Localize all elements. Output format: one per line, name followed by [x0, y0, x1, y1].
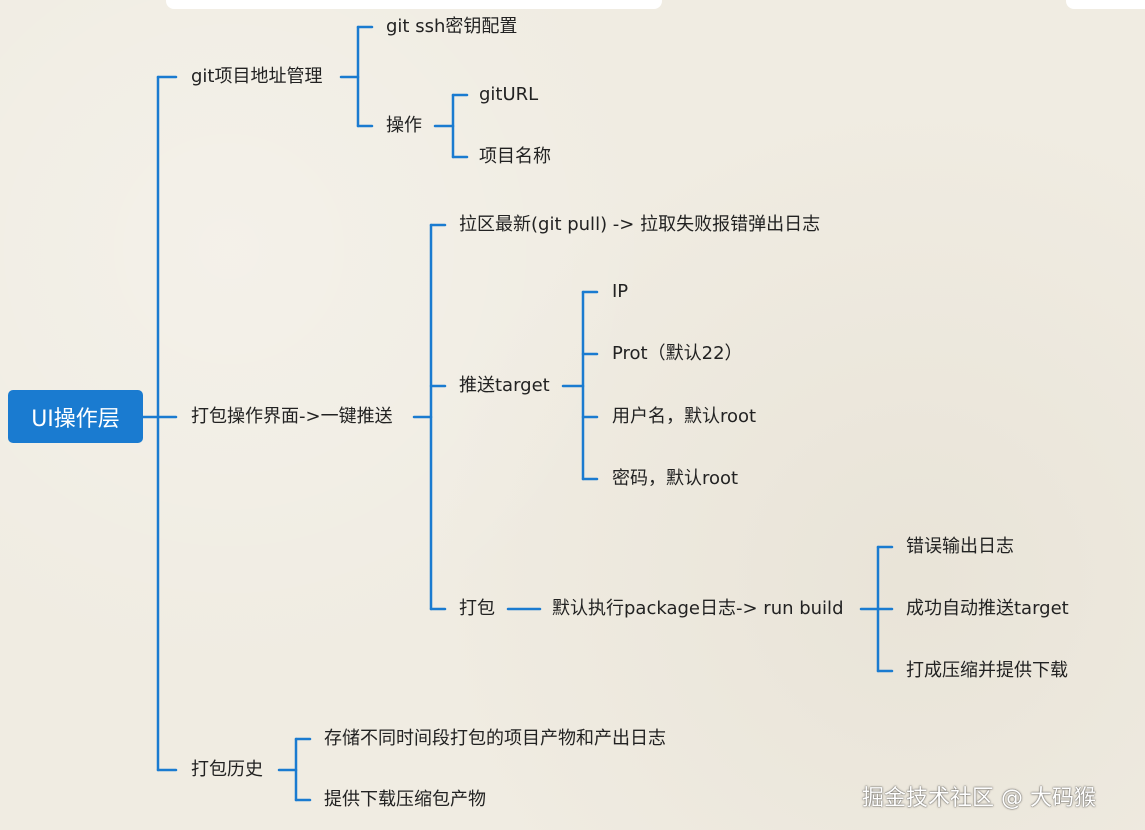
node-auto-push[interactable]: 成功自动推送target [906, 598, 1069, 619]
node-username[interactable]: 用户名，默认root [612, 406, 757, 427]
node-zip-download[interactable]: 打成压缩并提供下载 [906, 660, 1068, 681]
top-panel-edge-right [1066, 0, 1145, 9]
root-node[interactable]: UI操作层 [8, 390, 143, 443]
node-operation[interactable]: 操作 [386, 115, 422, 136]
node-password[interactable]: 密码，默认root [612, 468, 739, 489]
node-push-target[interactable]: 推送target [459, 375, 550, 396]
node-package-history[interactable]: 打包历史 [191, 759, 263, 780]
node-run-build[interactable]: 默认执行package日志-> run build [552, 598, 844, 619]
top-panel-edge [166, 0, 662, 9]
node-ssh-key[interactable]: git ssh密钥配置 [386, 16, 518, 37]
node-ip[interactable]: IP [612, 281, 629, 302]
node-project-name[interactable]: 项目名称 [479, 146, 551, 167]
node-download-artifacts[interactable]: 提供下载压缩包产物 [324, 789, 486, 810]
node-error-log[interactable]: 错误输出日志 [906, 536, 1014, 557]
node-port[interactable]: Prot（默认22） [612, 343, 743, 364]
node-git-management[interactable]: git项目地址管理 [191, 66, 323, 87]
watermark: 掘金技术社区 @ 大码猴 [862, 786, 1096, 811]
root-label: UI操作层 [31, 406, 120, 432]
node-store-artifacts[interactable]: 存储不同时间段打包的项目产物和产出日志 [324, 728, 666, 749]
node-git-url[interactable]: gitURL [479, 84, 539, 105]
node-package-ui[interactable]: 打包操作界面->一键推送 [191, 406, 393, 427]
node-git-pull[interactable]: 拉区最新(git pull) -> 拉取失败报错弹出日志 [459, 214, 821, 235]
node-pack[interactable]: 打包 [459, 598, 495, 619]
